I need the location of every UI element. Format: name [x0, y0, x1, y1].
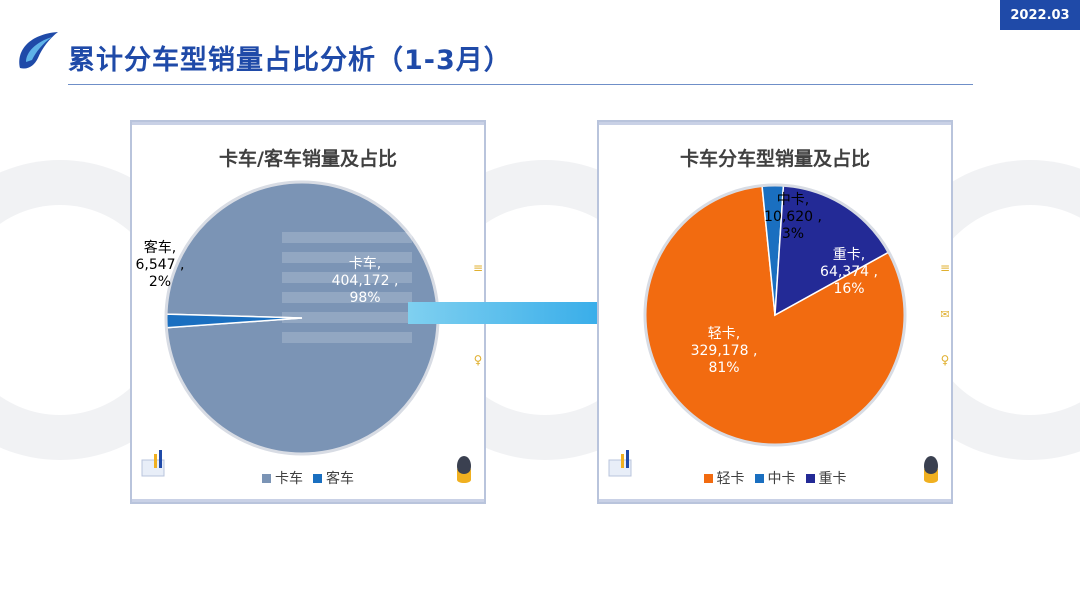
decor-icon-chart — [141, 450, 165, 477]
data-label-light: 轻卡,329,178 ,81% — [691, 326, 758, 376]
watermark-stripe — [282, 292, 412, 303]
side-icon-mail: ✉ — [940, 308, 949, 321]
legend-swatch-light — [703, 473, 713, 483]
side-icon-menu: ≡ — [940, 261, 950, 275]
brand-logo-icon — [19, 32, 58, 69]
legend-label-light: 轻卡 — [716, 471, 745, 487]
panel-top-border — [599, 122, 951, 125]
pie-chart-truck-types: ≡ ✉ ♀ 轻卡,329,178 ,81% 中卡,10,620 ,3%重卡,64,… — [608, 183, 950, 483]
title-divider — [68, 84, 973, 85]
side-icon-bulb: ♀ — [474, 353, 483, 367]
side-icon-menu: ≡ — [473, 261, 483, 275]
legend-item-heavy: 重卡 — [805, 468, 847, 488]
data-label-heavy: 重卡,64,374 ,16% — [820, 247, 878, 297]
chart-title: 卡车/客车销量及占比 — [219, 148, 397, 170]
chart-panel-truck-types: 卡车分车型销量及占比 ≡ ✉ ♀ 轻卡,329,178 ,81% 中卡,10,62… — [597, 120, 953, 504]
legend-label-truck: 卡车 — [275, 471, 303, 487]
legend-label-heavy: 重卡 — [818, 471, 847, 487]
panel-bottom-border — [599, 499, 951, 502]
chart-title: 卡车分车型销量及占比 — [679, 148, 870, 170]
pie-rim — [643, 183, 907, 447]
legend-label-bus: 客车 — [326, 471, 354, 487]
data-label-bus: 客车,6,547 ,2% — [136, 239, 185, 290]
decor-icon-person — [924, 456, 938, 483]
flow-arrow-icon — [408, 293, 640, 333]
watermark-stripe — [282, 312, 412, 323]
watermark-stripe — [282, 252, 412, 263]
watermark-stripe — [282, 332, 412, 343]
legend-item-bus: 客车 — [313, 468, 354, 488]
legend-swatch-truck — [262, 473, 271, 483]
watermark-stripe — [282, 232, 412, 243]
date-badge: 2022.03 — [1000, 0, 1080, 30]
data-label-truck: 卡车,404,172 ,98% — [332, 255, 399, 306]
data-label-medium: 中卡,10,620 ,3% — [764, 192, 822, 242]
panel-bottom-border — [132, 499, 484, 502]
legend: 卡车 客车 — [132, 468, 484, 488]
legend-swatch-medium — [754, 473, 764, 483]
panel-top-border — [132, 122, 484, 125]
legend-item-medium: 中卡 — [754, 468, 796, 488]
legend-label-medium: 中卡 — [767, 471, 796, 487]
page-title: 累计分车型销量占比分析（1-3月） — [68, 45, 512, 76]
legend-swatch-bus — [313, 473, 322, 483]
decor-icon-person — [457, 456, 471, 483]
watermark-stripe — [282, 272, 412, 283]
legend-item-light: 轻卡 — [703, 468, 745, 488]
pie-chart-truck-bus: ≡ ♀ 卡车,404,172 ,98% 客车,6,547 ,2% — [136, 180, 483, 483]
legend: 轻卡 中卡 重卡 — [599, 468, 951, 488]
side-icon-bulb: ♀ — [941, 353, 950, 367]
legend-swatch-heavy — [805, 473, 815, 483]
legend-item-truck: 卡车 — [262, 468, 303, 488]
decor-icon-chart — [608, 450, 632, 477]
